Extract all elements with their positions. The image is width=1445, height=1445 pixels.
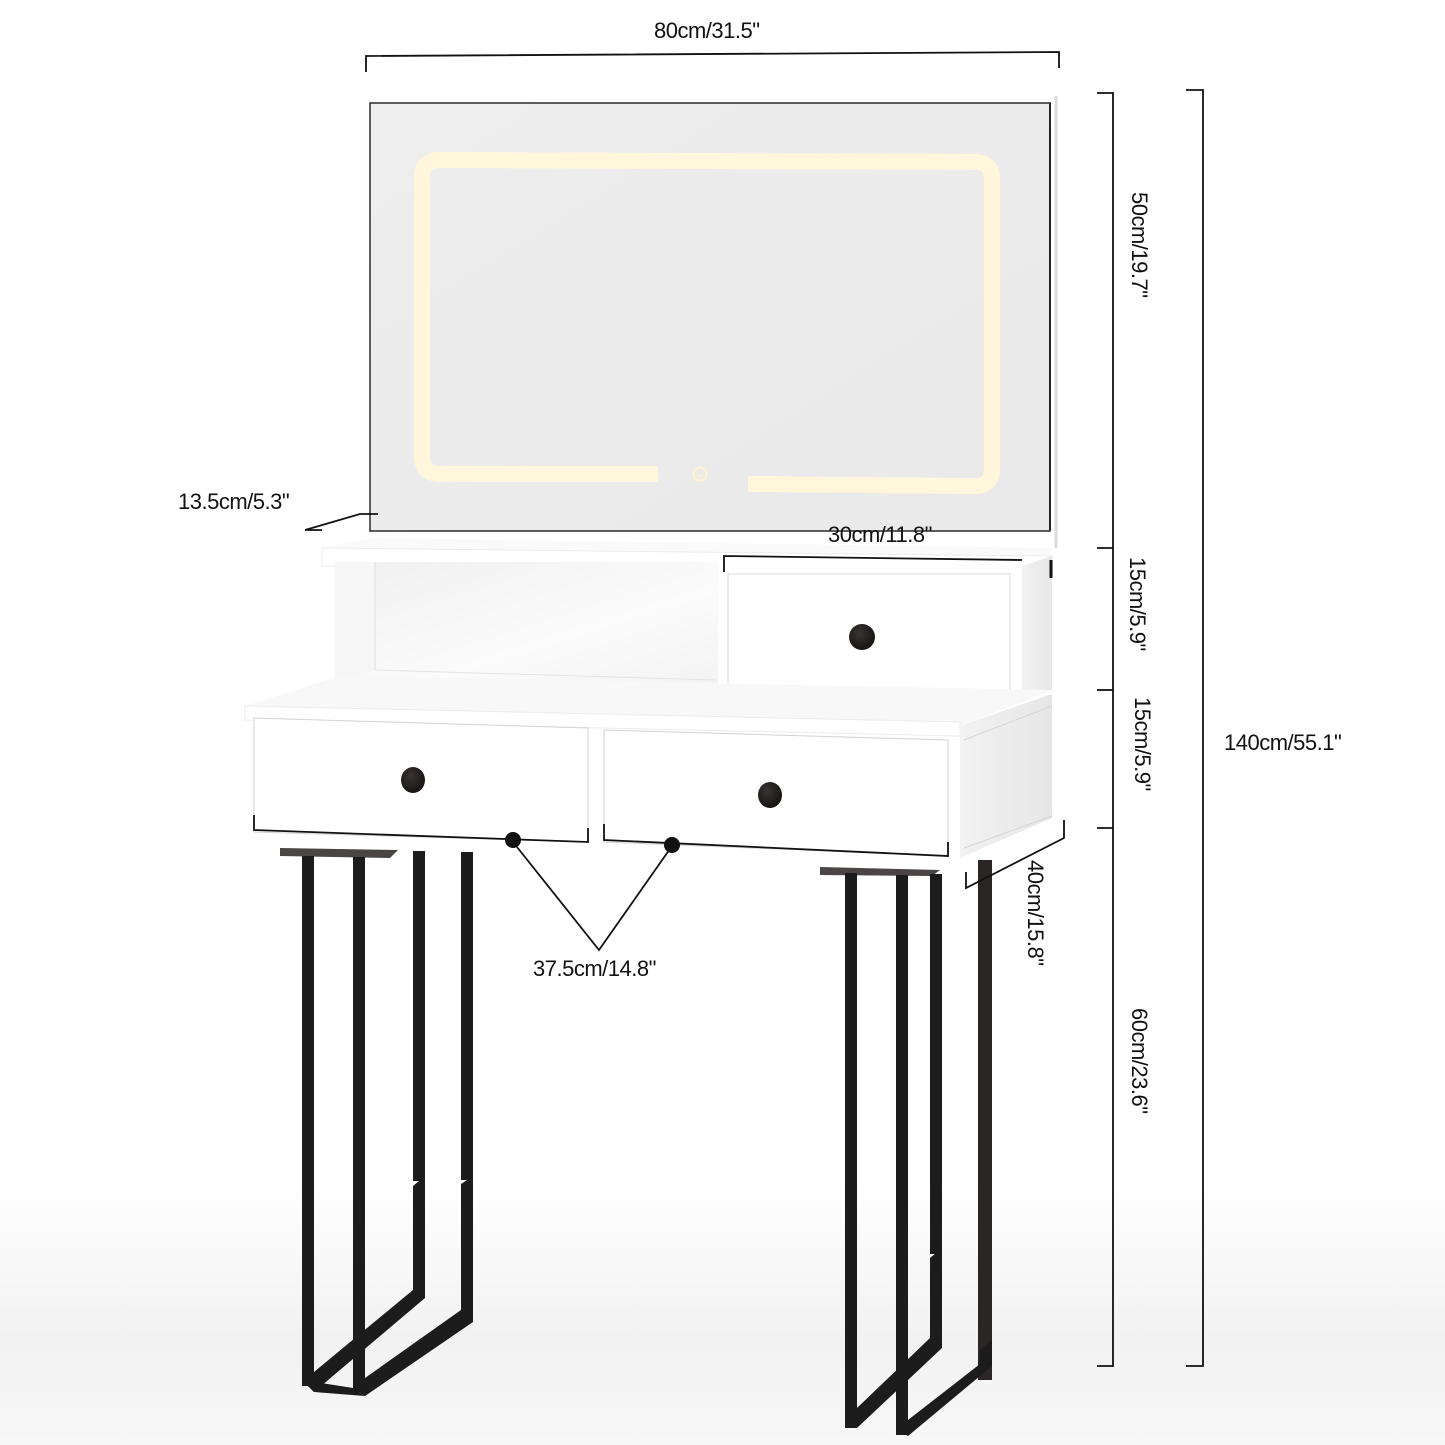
- label-desk-depth: 40cm/15.8": [1023, 860, 1048, 966]
- label-hutch-height: 15cm/5.9": [1125, 557, 1150, 651]
- power-touch-icon: [692, 466, 708, 482]
- floor-shadow: [0, 1180, 1445, 1445]
- upper-drawer-handle: [849, 624, 875, 650]
- upper-drawer-block: [718, 556, 1052, 702]
- label-drawer-height: 15cm/5.9": [1130, 697, 1155, 791]
- label-leg-height: 60cm/23.6": [1127, 1008, 1152, 1114]
- lower-left-drawer-handle: [401, 767, 425, 793]
- mirror: [366, 96, 1058, 548]
- lower-left-drawer: [253, 717, 589, 843]
- label-lower-drawer-width: 37.5cm/14.8": [533, 956, 656, 981]
- callout-dots: [505, 832, 680, 853]
- desk-top: [244, 676, 1053, 858]
- label-overall-width: 80cm/31.5": [654, 18, 760, 43]
- label-upper-drawer-width: 30cm/11.8": [828, 522, 932, 547]
- label-shelf-depth: 13.5cm/5.3": [178, 489, 290, 514]
- led-strip: [414, 151, 1000, 495]
- open-cubby: [335, 562, 725, 684]
- lower-right-drawer: [603, 729, 949, 857]
- lower-right-drawer-handle: [758, 782, 782, 808]
- right-leg: [820, 860, 992, 1436]
- dimension-lines: [253, 51, 1204, 1367]
- label-overall-height: 140cm/55.1": [1224, 730, 1342, 755]
- left-leg: [280, 848, 473, 1396]
- label-mirror-height: 50cm/19.7": [1127, 192, 1152, 298]
